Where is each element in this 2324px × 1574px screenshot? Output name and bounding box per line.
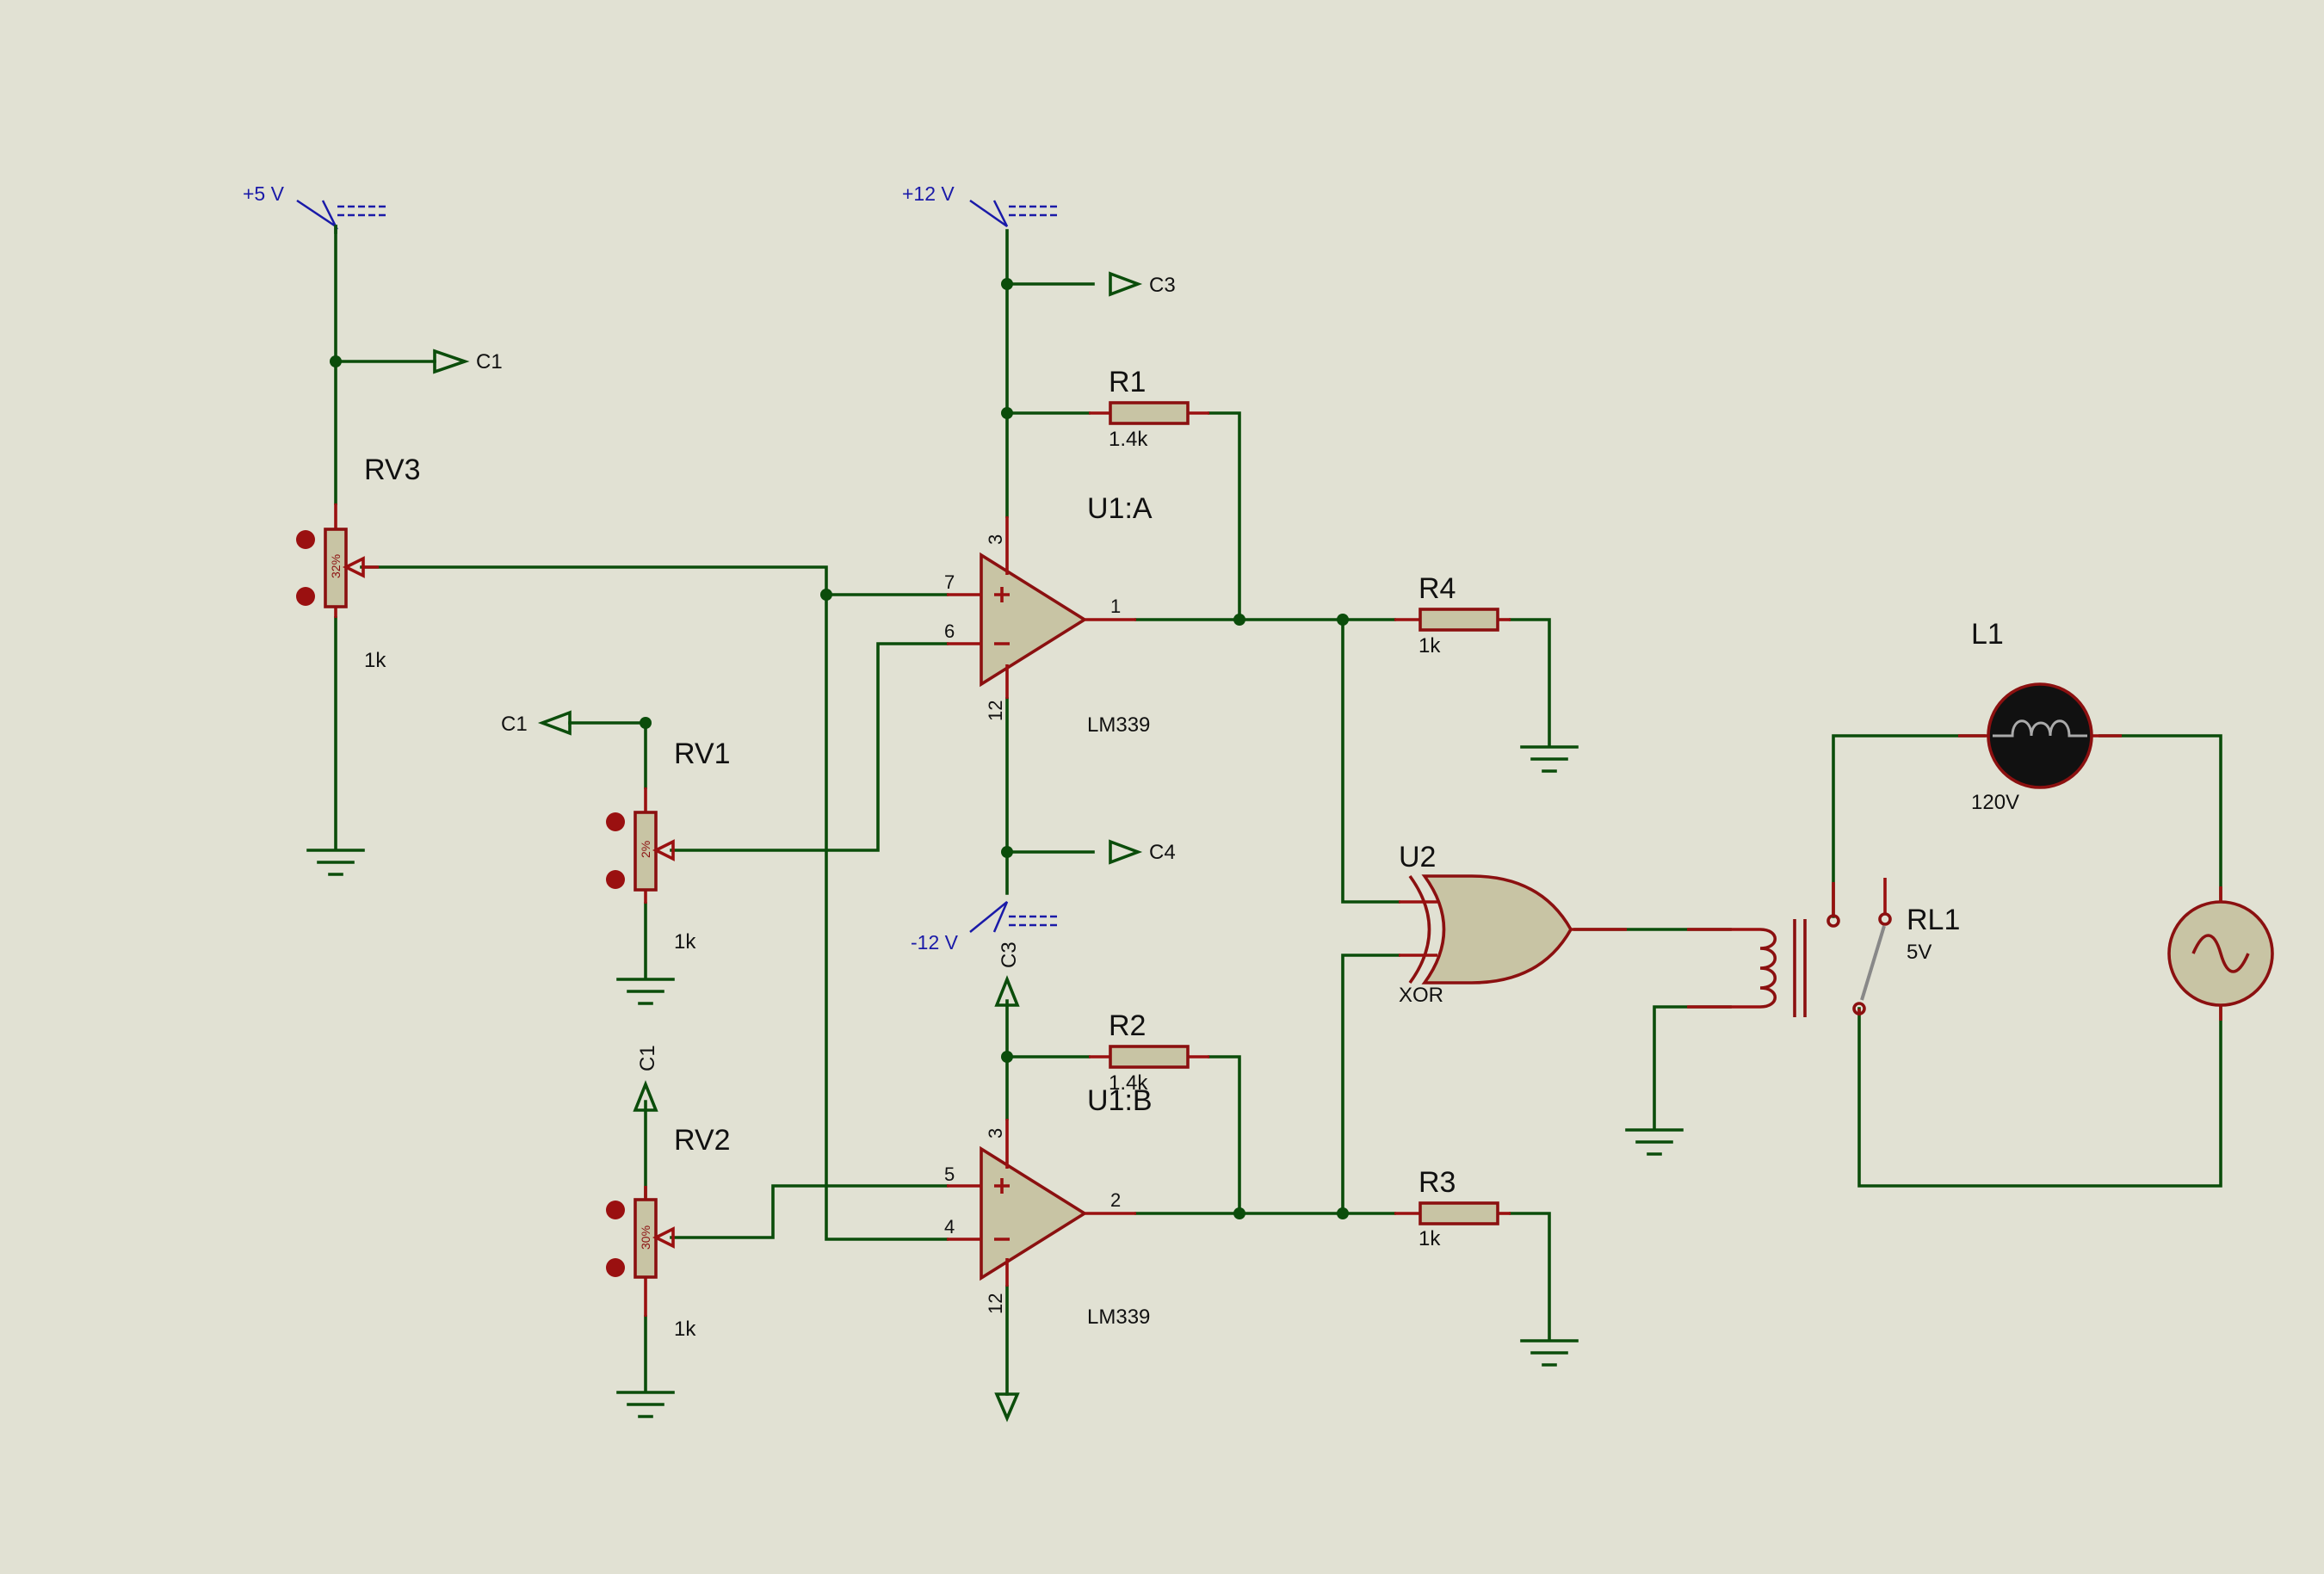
pin-number: 3: [985, 1128, 1006, 1139]
component-label: R3: [1419, 1166, 1456, 1199]
resistor-r4: R4 1k: [1394, 572, 1511, 657]
pin-number: 7: [944, 571, 955, 593]
pin-number: 12: [985, 701, 1006, 721]
ground-r3: [1520, 1339, 1579, 1367]
power-label-5v: +5 V: [243, 182, 285, 205]
component-label: U1:A: [1087, 492, 1153, 525]
terminal-label: C3: [1149, 274, 1176, 297]
power-12v: +12 V: [902, 182, 1057, 228]
potentiometer-rv1: 2% RV1 1k: [606, 738, 731, 954]
ground-rv3: [306, 849, 365, 876]
potentiometer-rv3: 32% RV3 1k: [296, 454, 421, 672]
pin-number: 4: [944, 1216, 955, 1238]
component-value: 1.4k: [1109, 1071, 1148, 1095]
wires: [334, 225, 2222, 1396]
power-label-12v: +12 V: [902, 182, 955, 205]
ground-r4: [1520, 745, 1579, 773]
pin-number: 5: [944, 1164, 955, 1185]
pin-number: 2: [1110, 1189, 1121, 1211]
power-label-minus-12v: -12 V: [911, 931, 959, 954]
pot-setting: 30%: [639, 1225, 652, 1250]
resistor-r3: R3 1k: [1394, 1166, 1511, 1250]
lamp-l1: L1 120V: [1958, 618, 2122, 814]
ac-source: [2167, 886, 2274, 1021]
resistor-r1: R1 1.4k: [1089, 366, 1209, 451]
terminal-c1-rv2: C1: [633, 1045, 659, 1112]
ground-symbols: [306, 745, 1684, 1418]
ground-rv1: [616, 978, 675, 1005]
component-value: 1k: [674, 930, 696, 954]
ground-rv2: [616, 1391, 675, 1418]
resistor-r2: R2 1.4k: [1089, 1009, 1209, 1095]
component-value: XOR: [1399, 984, 1443, 1007]
terminal-c3-top: C3: [1109, 271, 1176, 297]
terminal-label: C4: [1149, 841, 1176, 864]
component-value: LM339: [1087, 1305, 1150, 1329]
ground-relay: [1625, 1128, 1684, 1156]
component-label: U1:B: [1087, 1084, 1153, 1117]
terminal-c1-rv1: C1: [501, 710, 572, 736]
pin-number: 12: [985, 1293, 1006, 1314]
component-label: U2: [1399, 841, 1436, 873]
component-value: 1k: [1419, 634, 1441, 657]
terminal-label: C1: [476, 350, 503, 373]
component-label: RV3: [364, 454, 421, 486]
pin-number: 1: [1110, 596, 1121, 617]
pot-decrement-button[interactable]: [606, 1258, 625, 1277]
component-value: LM339: [1087, 713, 1150, 737]
component-value: 1k: [674, 1318, 696, 1341]
terminal-label: C1: [501, 713, 528, 736]
comparator-u1a: 7 6 1 3 12 U1:A LM339: [944, 492, 1153, 737]
terminal-u1b-negative-supply: [994, 1392, 1020, 1423]
junctions: [330, 278, 1349, 1219]
terminal-label: C3: [998, 941, 1021, 968]
terminal-c3-u1b: C3: [994, 941, 1021, 1007]
component-label: RL1: [1907, 904, 1960, 936]
pot-setting: 32%: [329, 554, 343, 578]
component-value: 1.4k: [1109, 428, 1148, 451]
terminal-c4: C4: [1109, 839, 1176, 865]
component-label: RV2: [674, 1124, 731, 1157]
pin-number: 6: [944, 620, 955, 642]
pot-increment-button[interactable]: [606, 812, 625, 831]
pot-setting: 2%: [639, 841, 652, 858]
terminal-c1-top: C1: [433, 349, 503, 374]
component-value: 1k: [364, 649, 386, 672]
power-minus-12v: -12 V: [911, 901, 1057, 954]
terminal-label: C1: [636, 1045, 659, 1071]
potentiometer-rv2: 30% RV2 1k: [606, 1124, 731, 1341]
power-5v: +5 V: [243, 182, 386, 234]
component-label: R1: [1109, 366, 1146, 398]
component-label: R2: [1109, 1009, 1146, 1042]
component-label: RV1: [674, 738, 731, 770]
comparator-u1b: 5 4 2 3 12 U1:B LM339: [944, 1084, 1153, 1329]
pot-increment-button[interactable]: [606, 1201, 625, 1219]
pot-decrement-button[interactable]: [606, 870, 625, 889]
pin-number: 3: [985, 534, 1006, 545]
component-value: 120V: [1971, 791, 2019, 814]
xor-gate-u2: U2 XOR: [1399, 841, 1627, 1007]
relay-rl1: RL1 5V: [1687, 878, 1960, 1017]
component-label: L1: [1971, 618, 2004, 651]
pot-decrement-button[interactable]: [296, 587, 315, 606]
pot-increment-button[interactable]: [296, 530, 315, 549]
component-value: 5V: [1907, 941, 1932, 964]
component-value: 1k: [1419, 1227, 1441, 1250]
component-label: R4: [1419, 572, 1456, 605]
